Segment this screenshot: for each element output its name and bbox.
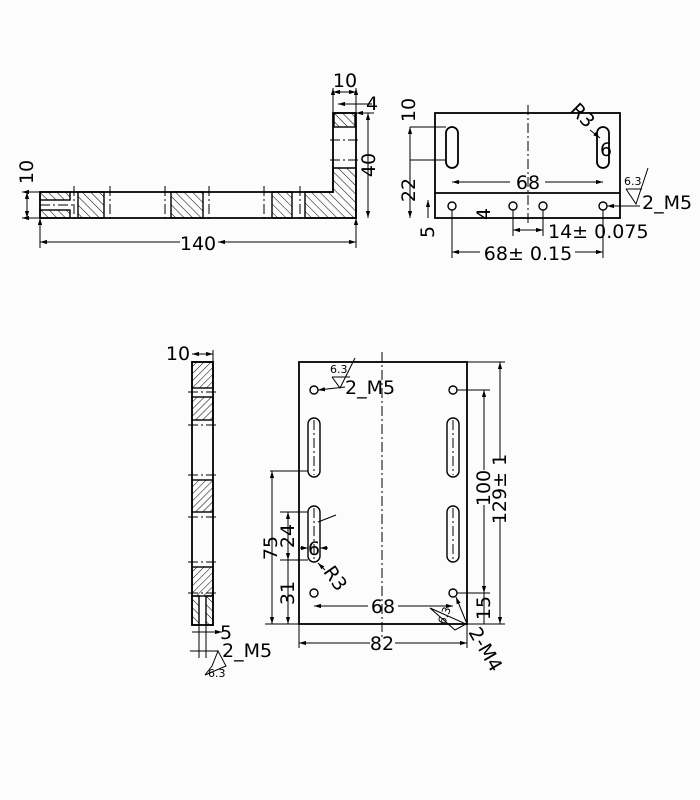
dim-129: 129± 1 bbox=[489, 454, 511, 524]
roughness-symbol-bottom: 6.3 bbox=[436, 605, 454, 626]
dim-hole-spacing: 68± 0.15 bbox=[484, 243, 572, 265]
dim-slot-width: 6 bbox=[600, 139, 612, 161]
dim-leg-width: 10 bbox=[333, 70, 357, 92]
dim-leg-height: 40 bbox=[358, 153, 380, 177]
dim-r3: R3 bbox=[319, 562, 352, 595]
dim-82: 82 bbox=[370, 633, 394, 655]
dim-slot-spacing: 68 bbox=[516, 172, 540, 194]
dim-thickness: 10 bbox=[16, 160, 38, 184]
dim-thickness: 10 bbox=[166, 343, 190, 365]
side-view: 10 5 2_M5 6.3 bbox=[166, 343, 272, 680]
dim-68: 68 bbox=[371, 596, 395, 618]
dim-31: 31 bbox=[277, 581, 299, 605]
thread-note-top: 2_M5 bbox=[345, 377, 395, 399]
dim-6: 6 bbox=[308, 538, 320, 560]
front-section-view: 140 10 10 4 40 bbox=[16, 70, 380, 255]
dim-15: 15 bbox=[473, 596, 495, 620]
dim-100: 100 bbox=[473, 470, 495, 506]
thread-note: 2_M5 bbox=[642, 192, 692, 214]
dim-slot-length: 22 bbox=[398, 178, 420, 202]
dim-24: 24 bbox=[277, 524, 299, 548]
dim-75: 75 bbox=[260, 536, 282, 560]
dim-hole-offset: 4 bbox=[366, 93, 378, 115]
roughness-symbol: 6.3 bbox=[208, 667, 226, 680]
dim-length: 140 bbox=[180, 233, 216, 255]
roughness-symbol-top: 6.3 bbox=[330, 363, 348, 376]
thread-note-bottom: 2-M4 bbox=[464, 624, 507, 676]
dim-depth: 5 bbox=[220, 622, 232, 644]
thread-note: 2_M5 bbox=[222, 640, 272, 662]
roughness-symbol: 6.3 bbox=[624, 175, 642, 188]
top-view: 10 22 5 68 R3 6 6.3 2_M5 14± 0.075 68± 0… bbox=[398, 98, 692, 265]
dim-small: 4 bbox=[473, 208, 495, 220]
plate-view: 6.3 2_M5 75 24 6 R3 31 68 15 100 129± 1 … bbox=[260, 352, 511, 676]
dim-hole-edge: 5 bbox=[417, 226, 439, 238]
dim-radius: R3 bbox=[566, 99, 599, 132]
dim-hole-pitch: 14± 0.075 bbox=[548, 221, 649, 243]
dim-slot-top: 10 bbox=[398, 98, 420, 122]
